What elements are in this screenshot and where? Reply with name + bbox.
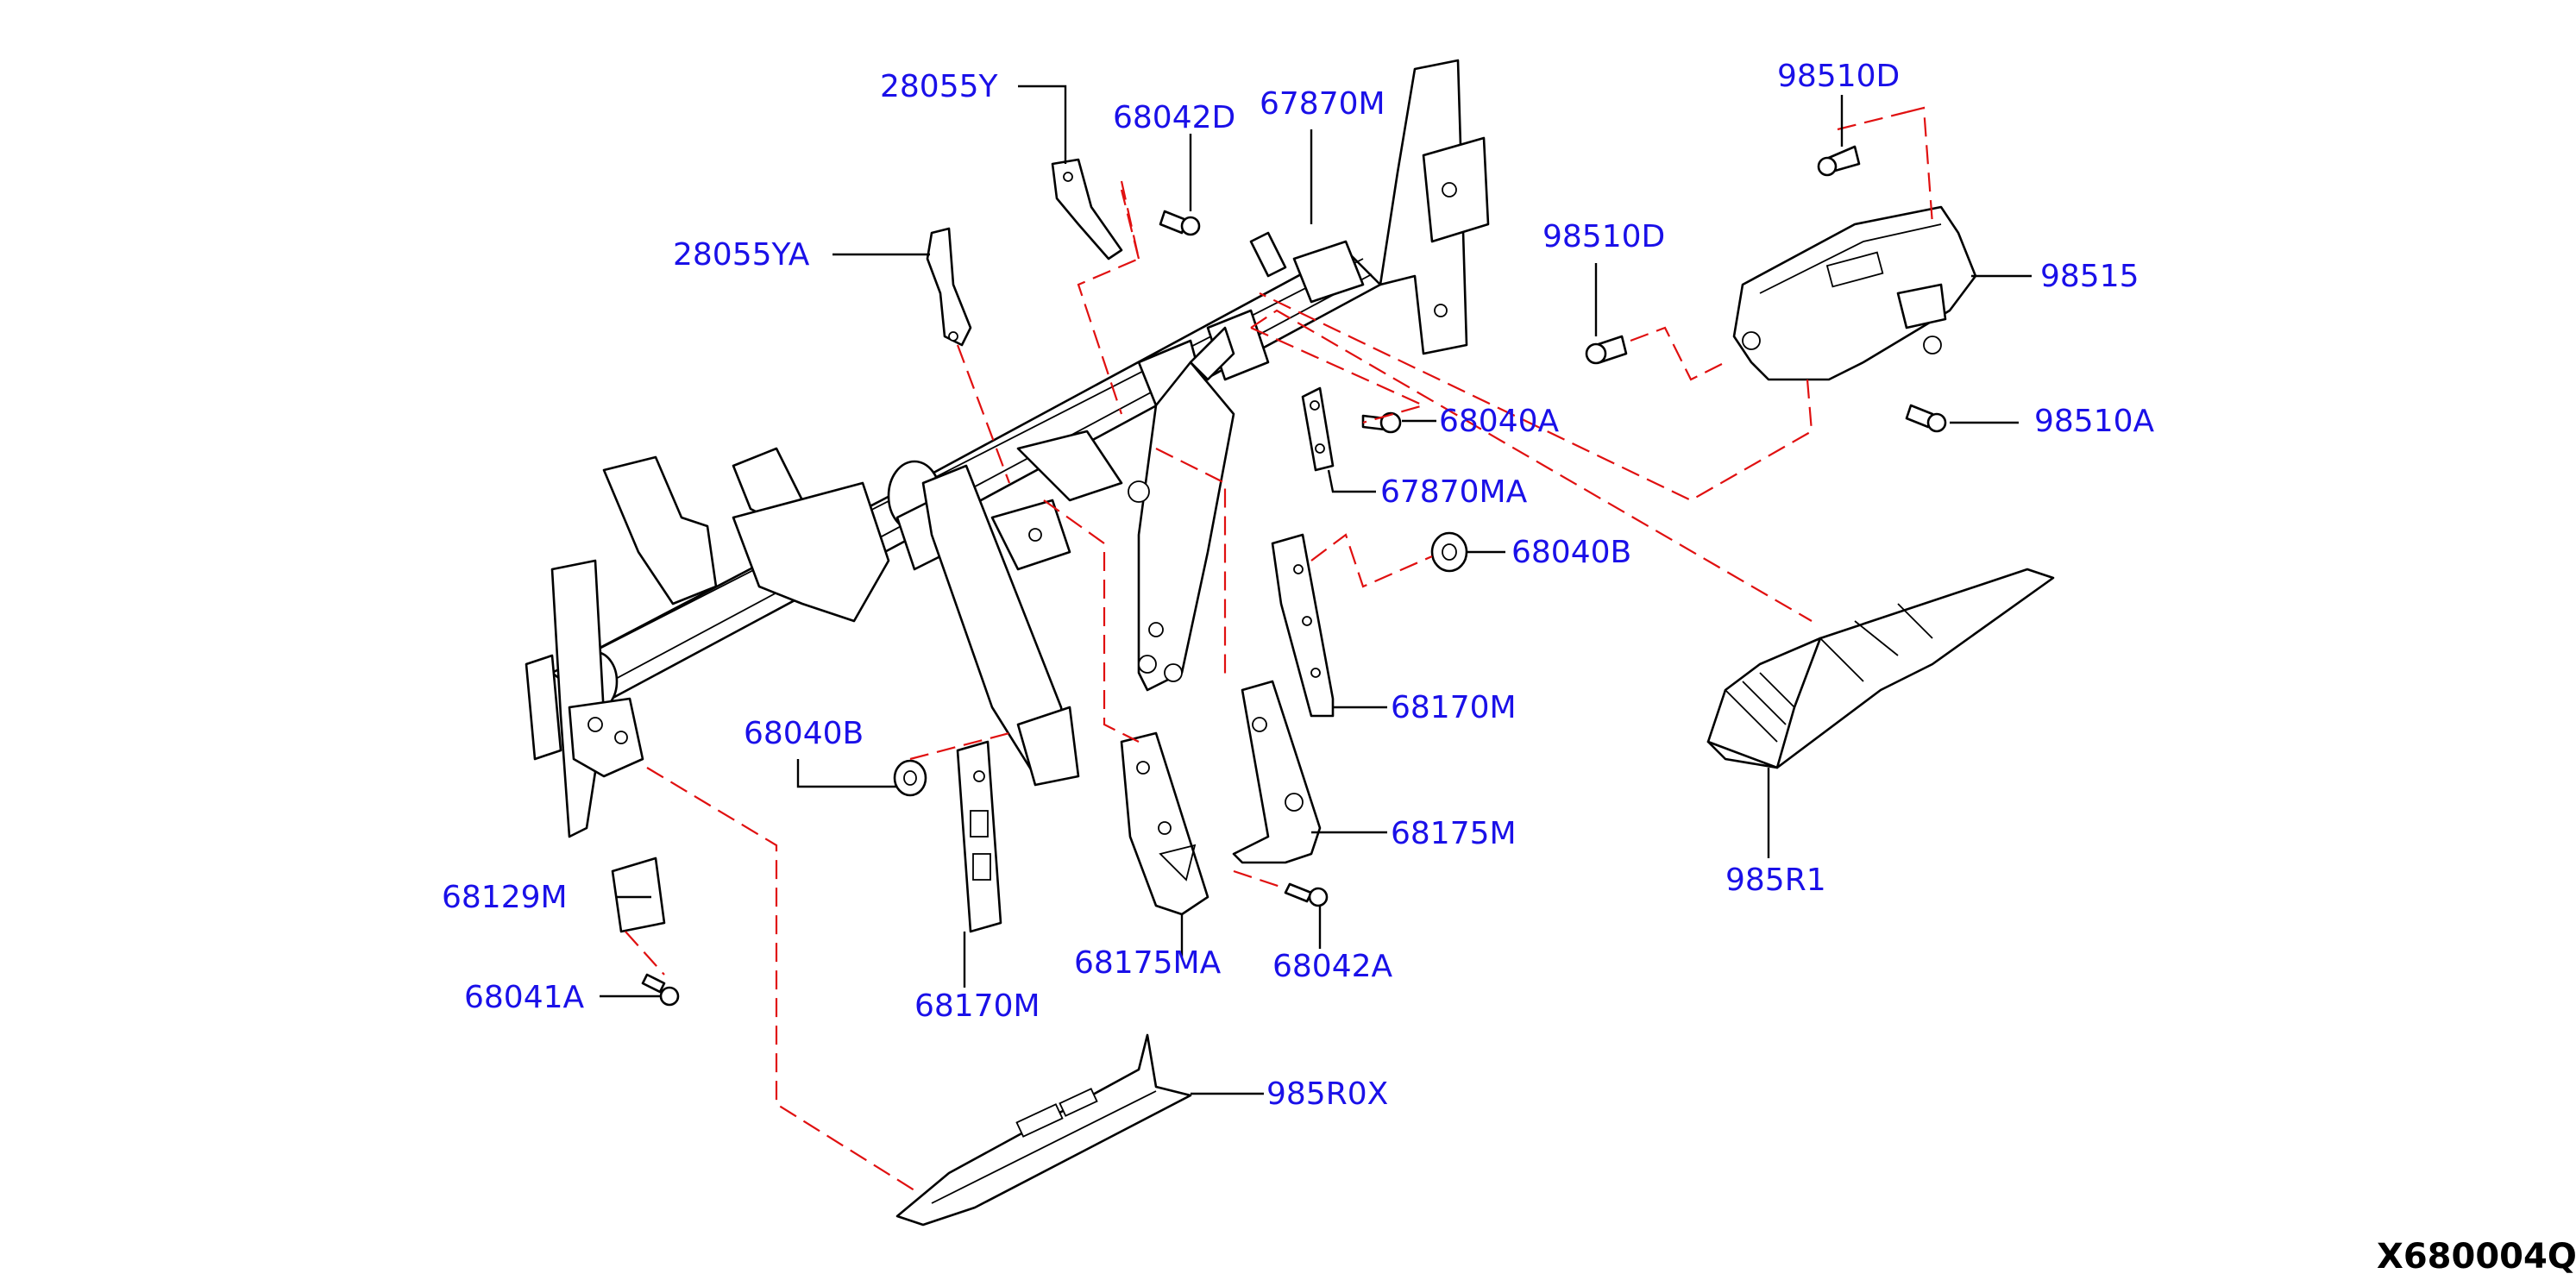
leader-lines: [600, 85, 2032, 1095]
bracket-67870MA-part: [1301, 386, 1335, 472]
label-68129M: 68129M: [442, 880, 568, 915]
label-68042D: 68042D: [1113, 100, 1235, 135]
label-28055YA: 28055YA: [673, 237, 810, 273]
diagram-code: X680004Q: [2377, 1237, 2576, 1277]
clip-68040B-left: [893, 759, 927, 797]
label-98510A: 98510A: [2034, 404, 2155, 439]
bolt-98510D-mid: [1585, 335, 1628, 365]
label-68042A: 68042A: [1272, 949, 1393, 984]
alignment-lines: [625, 106, 1934, 1191]
bracket-68175MA-part: [1120, 731, 1209, 916]
bracket-28055YA-part: [926, 227, 972, 347]
bracket-68175M-part: [1232, 680, 1322, 864]
center-stay-part: [921, 430, 1123, 787]
label-68170M-right: 68170M: [1391, 690, 1517, 725]
clip-68040B-right: [1430, 531, 1468, 573]
label-98515: 98515: [2040, 259, 2139, 294]
panel-985R0X-part: [895, 1033, 1192, 1227]
label-98510D-mid: 98510D: [1542, 219, 1665, 254]
lid-985R1-part: [1706, 568, 2055, 769]
label-98510D-top: 98510D: [1777, 59, 1900, 94]
bracket-28055Y-part: [1051, 158, 1123, 260]
label-28055Y: 28055Y: [880, 69, 999, 104]
label-68170M-left: 68170M: [914, 988, 1040, 1024]
knee-stay-part: [1128, 326, 1235, 692]
stay-68170M-left-part: [956, 740, 1002, 933]
label-68175MA: 68175MA: [1074, 945, 1222, 981]
label-67870M: 67870M: [1260, 86, 1385, 122]
label-68040B-right: 68040B: [1511, 535, 1631, 570]
label-68040A: 68040A: [1439, 404, 1560, 439]
stay-68170M-right-part: [1271, 533, 1335, 718]
airbag-module-98515-part: [1732, 205, 1977, 381]
bolt-98510A: [1905, 404, 1947, 433]
left-end-bracket-part: [525, 447, 951, 838]
label-68040B-left: 68040B: [744, 716, 864, 751]
bolt-68042A: [1284, 882, 1329, 907]
bracket-68129M-part: [611, 856, 666, 933]
label-985R1: 985R1: [1725, 863, 1826, 898]
bolt-68041A: [641, 973, 680, 1007]
bolt-98510D-top: [1817, 145, 1861, 177]
bolt-68042D: [1159, 210, 1201, 236]
label-68041A: 68041A: [464, 980, 585, 1015]
label-67870MA: 67870MA: [1380, 474, 1528, 510]
label-68175M: 68175M: [1391, 816, 1517, 851]
label-985R0X: 985R0X: [1266, 1076, 1388, 1112]
nut-68040A: [1361, 411, 1402, 434]
